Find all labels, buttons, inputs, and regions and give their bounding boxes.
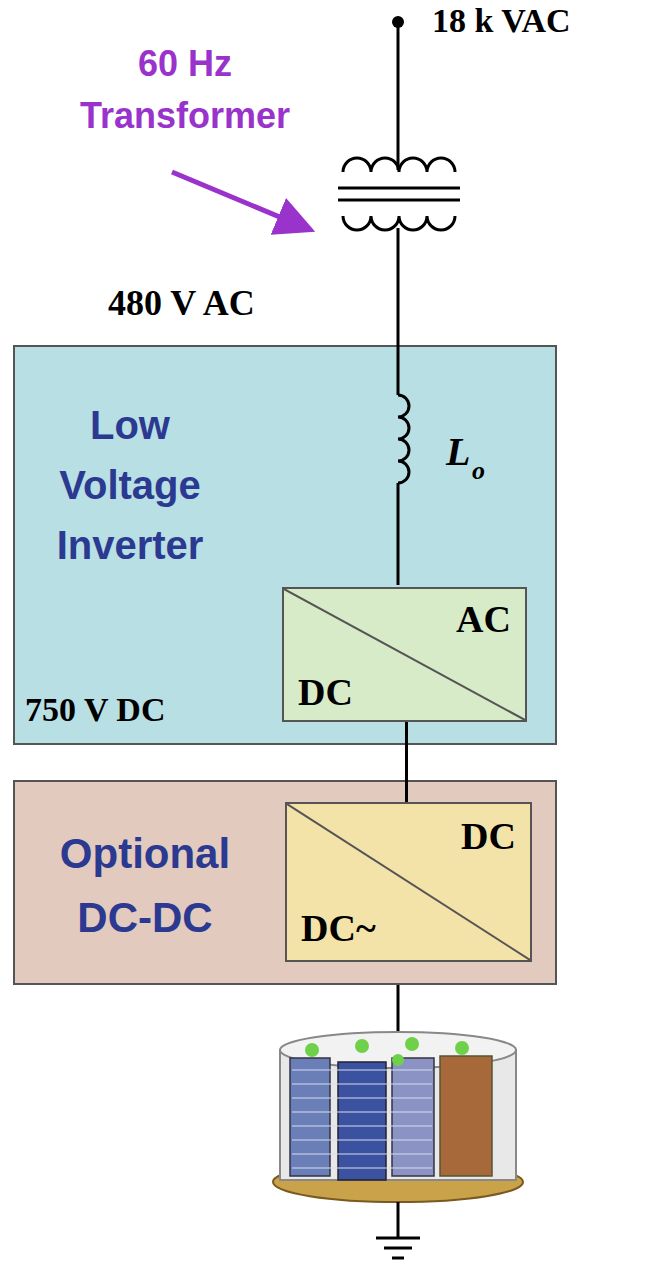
inverter-panel: Low Voltage Inverter 750 V DC AC DC [13,345,557,745]
transformer-symbol [338,158,460,230]
component-name: L [446,428,470,475]
box-label: DC~ [301,906,376,950]
wire [397,22,400,170]
battery-illustration [273,1032,523,1202]
wire [397,228,400,345]
callout-label: 60 Hz Transformer [30,38,340,142]
converter-box: AC DC [282,587,527,722]
voltage-label: 18 k VAC [432,2,571,40]
dcdc-panel: Optional DC-DC DC DC~ [13,780,557,985]
callout-arrow [172,172,306,228]
wire [405,722,408,802]
box-label: DC [461,814,516,858]
box-label: DC [298,670,353,714]
box-label: AC [456,597,511,641]
wire [397,345,400,395]
box-label: 750 V DC [25,691,165,729]
voltage-label: 480 V AC [108,282,255,324]
ground-symbol [376,1202,420,1258]
wire [397,483,400,585]
component-subscript: o [472,456,485,486]
box-title: Low Voltage Inverter [30,395,230,575]
converter-box: DC DC~ [285,802,532,962]
inductor-symbol [398,395,409,483]
box-title: Optional DC-DC [20,822,270,950]
